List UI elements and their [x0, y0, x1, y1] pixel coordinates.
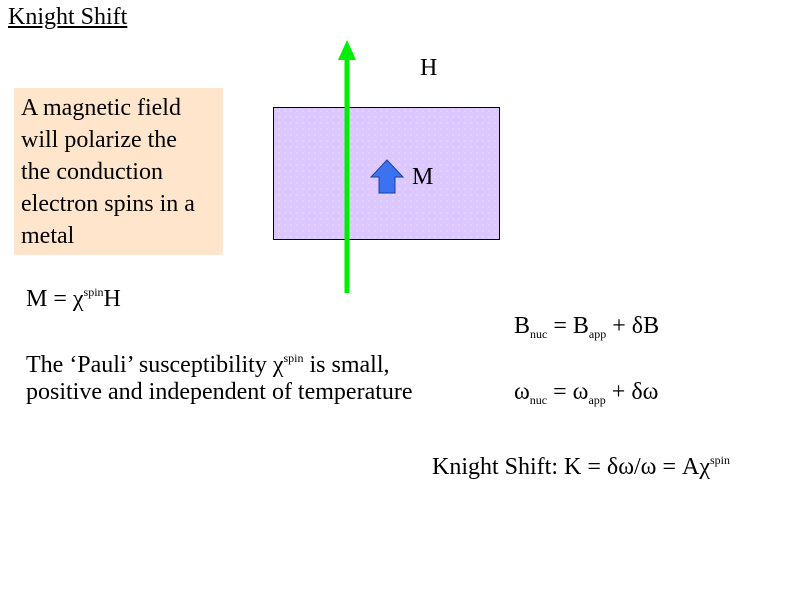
frequency-equation: ωnuc = ωapp + δω: [514, 379, 659, 407]
explanation-callout: A magnetic field will polarize the the c…: [14, 88, 223, 255]
field-label: H: [420, 55, 437, 81]
magnetization-label: M: [412, 164, 433, 190]
callout-line: metal: [21, 223, 75, 249]
callout-line: electron spins in a: [21, 191, 195, 217]
knight-shift-equation: Knight Shift: K = δω/ω = Aχspin: [432, 453, 730, 480]
callout-line: A magnetic field: [21, 95, 181, 121]
field-arrow-head: [338, 40, 356, 60]
page-title: Knight Shift: [8, 4, 128, 30]
magnetization-arrow: [369, 159, 405, 194]
nuclear-field-equation: Bnuc = Bapp + δB: [514, 313, 660, 341]
pauli-statement: The ‘Pauli’ susceptibility χspin is smal…: [26, 351, 413, 405]
magnetization-equation: M = χspinH: [26, 285, 121, 312]
callout-line: will polarize the: [21, 127, 177, 153]
callout-line: the conduction: [21, 159, 163, 185]
